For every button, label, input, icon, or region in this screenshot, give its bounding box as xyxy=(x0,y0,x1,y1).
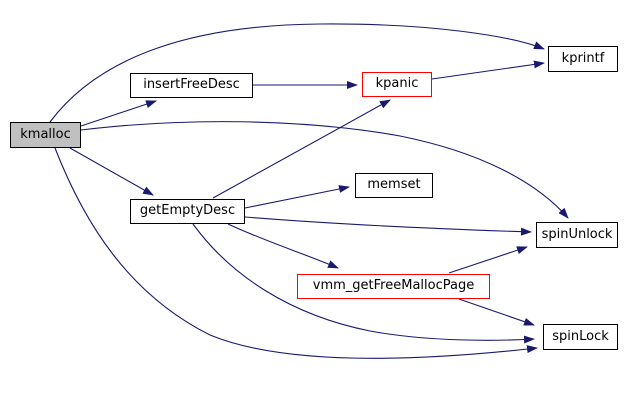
node-insertFreeDesc[interactable]: insertFreeDesc xyxy=(130,73,253,98)
node-memset[interactable]: memset xyxy=(355,173,433,198)
edge-getEmptyDesc-to-vmm_getFreeMallocPage xyxy=(227,223,339,269)
edge-vmm_getFreeMallocPage-to-spinUnlock xyxy=(448,246,528,274)
node-kprintf[interactable]: kprintf xyxy=(548,46,618,72)
node-kpanic[interactable]: kpanic xyxy=(362,72,432,97)
edge-vmm_getFreeMallocPage-to-spinLock xyxy=(458,298,535,326)
edge-kmalloc-to-spinLock xyxy=(54,147,538,359)
node-kmalloc: kmalloc xyxy=(10,122,81,148)
node-spinLock[interactable]: spinLock xyxy=(543,324,618,350)
node-vmm_getFreeMallocPage[interactable]: vmm_getFreeMallocPage xyxy=(297,274,490,299)
edge-kpanic-to-kprintf xyxy=(431,60,545,80)
node-spinUnlock[interactable]: spinUnlock xyxy=(536,222,618,248)
edge-kmalloc-to-kprintf xyxy=(49,23,545,123)
edge-kmalloc-to-getEmptyDesc xyxy=(69,147,154,196)
edge-kmalloc-to-spinUnlock xyxy=(80,121,569,219)
edge-getEmptyDesc-to-spinUnlock xyxy=(244,216,532,236)
edge-getEmptyDesc-to-kpanic xyxy=(212,99,391,199)
node-getEmptyDesc[interactable]: getEmptyDesc xyxy=(130,199,245,224)
edge-getEmptyDesc-to-spinLock xyxy=(192,223,535,344)
edge-getEmptyDesc-to-memset xyxy=(244,185,350,209)
edge-kmalloc-to-insertFreeDesc xyxy=(80,100,157,127)
